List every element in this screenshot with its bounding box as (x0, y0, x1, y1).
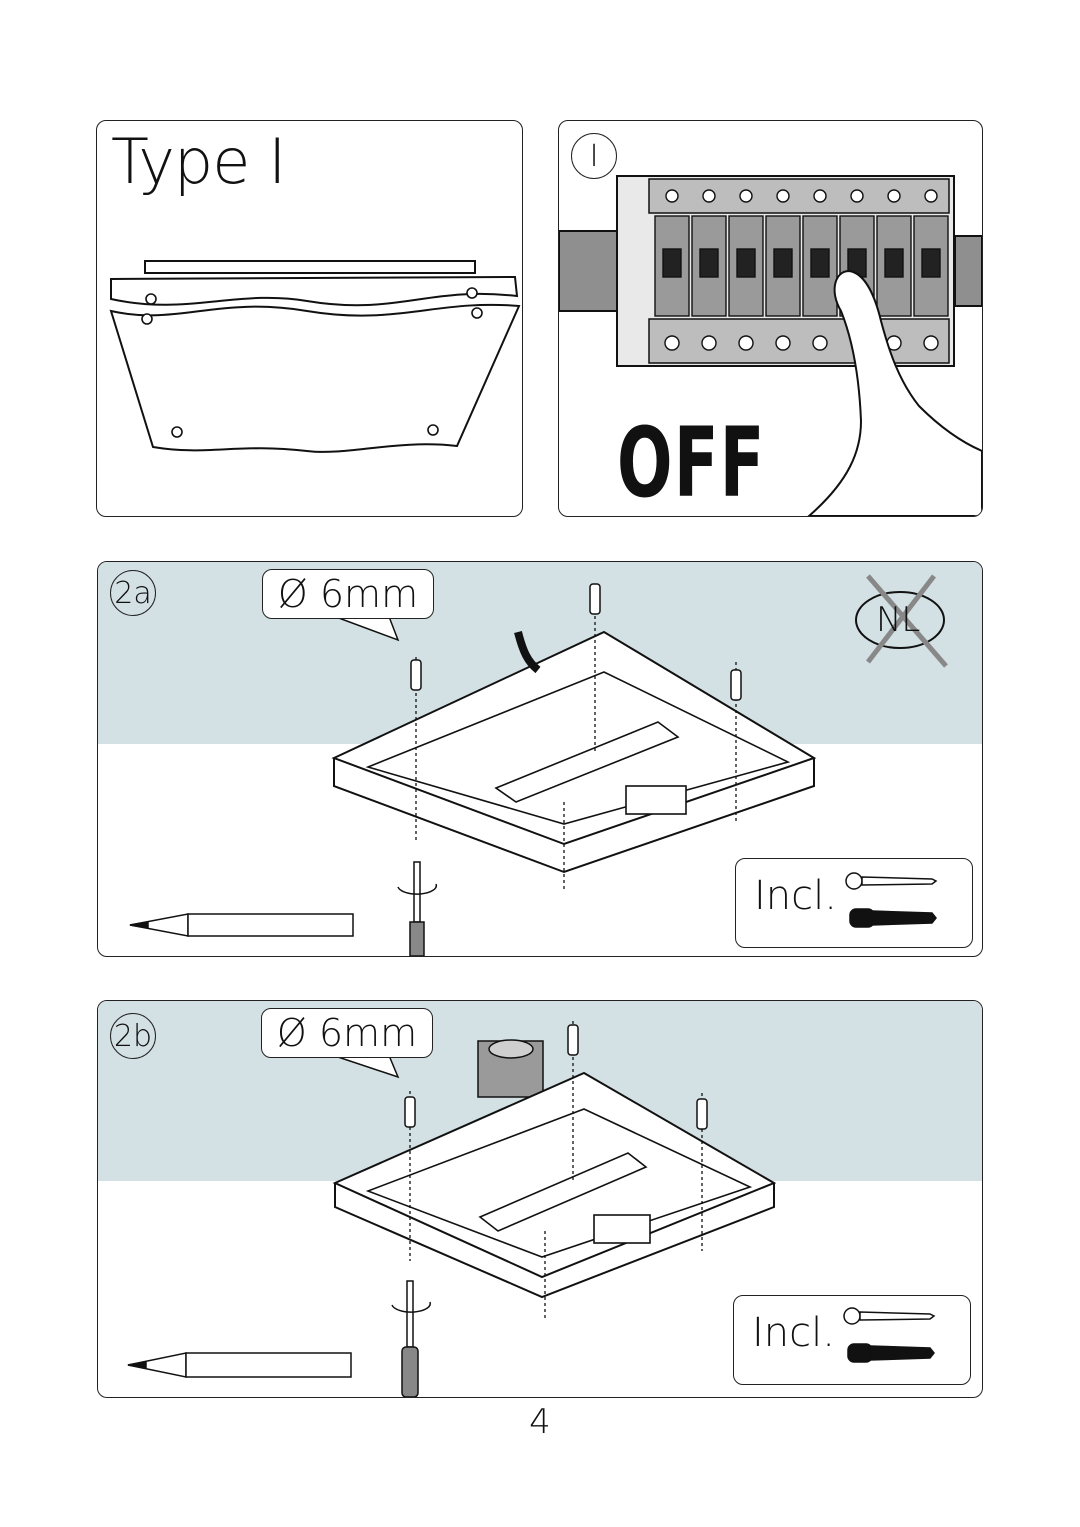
mounting-illustration-2a (98, 562, 982, 956)
included-parts-icons (843, 1307, 936, 1363)
step-circle-2a: 2a (110, 570, 156, 616)
wall-plug-icon (847, 1343, 935, 1363)
page-number: 4 (529, 1402, 551, 1442)
off-label: OFF (617, 407, 766, 517)
screwdriver-icon (391, 1280, 432, 1397)
panel-title: Type I (111, 125, 286, 198)
included-parts-box: Incl. (735, 858, 973, 948)
included-parts-box: Incl. (733, 1295, 971, 1385)
ceiling-lamp-illustration (109, 260, 521, 453)
panel-type-1: Type I (96, 120, 523, 517)
pencil-icon (127, 1352, 352, 1378)
panel-step-2a: 2a Ø 6mm NL Incl. (97, 561, 983, 957)
included-parts-icons (845, 872, 938, 928)
included-label: Incl. (752, 1310, 835, 1356)
drill-size-callout: Ø 6mm (261, 1008, 433, 1058)
wall-plug-icon (849, 908, 937, 928)
pencil-icon (129, 913, 354, 937)
panel-power-off: I OFF (558, 120, 983, 517)
drill-size-callout: Ø 6mm (262, 569, 434, 619)
screw-icon (843, 1307, 936, 1325)
hand-icon (807, 269, 982, 516)
step-circle-1: I (571, 133, 617, 179)
no-symbol-icon (855, 574, 948, 668)
mounting-illustration-2b (98, 1001, 982, 1397)
step-circle-2b: 2b (110, 1013, 156, 1059)
screwdriver-icon (397, 861, 438, 956)
included-label: Incl. (754, 873, 837, 919)
nl-label: NL (876, 600, 921, 640)
breaker-panel-illustration (559, 175, 982, 516)
screw-icon (845, 872, 938, 890)
panel-step-2b: 2b Ø 6mm Incl. (97, 1000, 983, 1398)
